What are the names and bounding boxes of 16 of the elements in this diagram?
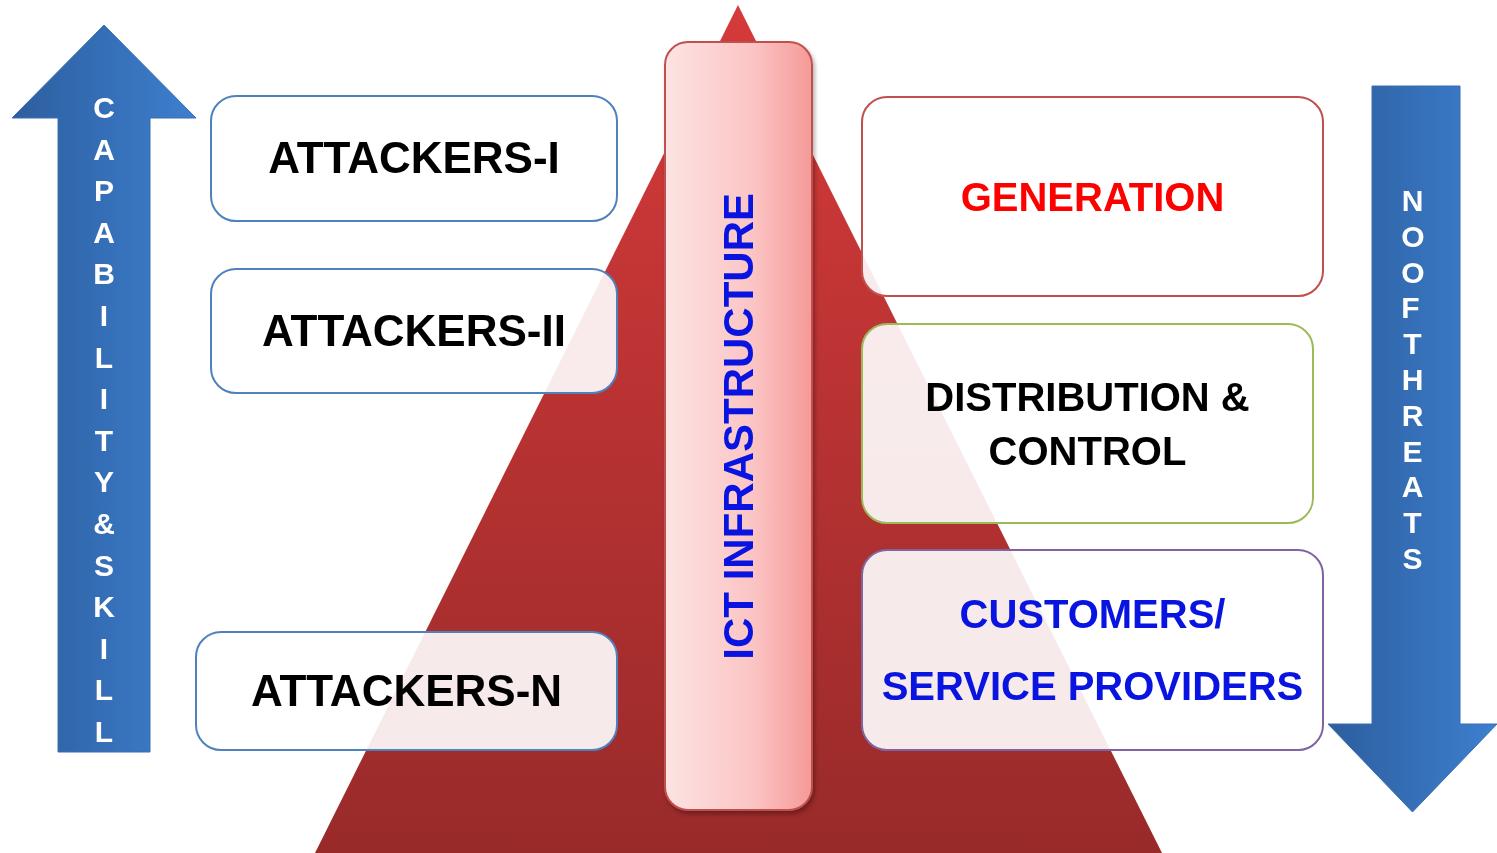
rounded-box (210, 95, 618, 222)
arrow-label: NO OF THREATS (1401, 183, 1424, 577)
bar-label: ICT INFRASTRUCTURE (714, 192, 763, 660)
arrow-label: CAPABILITY&SKILL (92, 90, 116, 750)
box-label: GENERATION (960, 173, 1225, 221)
vertical-bar (664, 41, 813, 811)
box-label: CUSTOMERS/ SERVICE PROVIDERS (880, 591, 1305, 710)
rounded-box (861, 323, 1314, 524)
rounded-box (210, 268, 618, 394)
rounded-box (861, 96, 1324, 297)
box-label: ATTACKERS-I (268, 132, 560, 185)
rounded-box (195, 631, 618, 751)
box-label: ATTACKERS-II (262, 304, 566, 357)
rounded-box (861, 549, 1324, 751)
box-label: ATTACKERS-N (250, 664, 563, 717)
box-label: DISTRIBUTION & CONTROL (924, 373, 1251, 475)
